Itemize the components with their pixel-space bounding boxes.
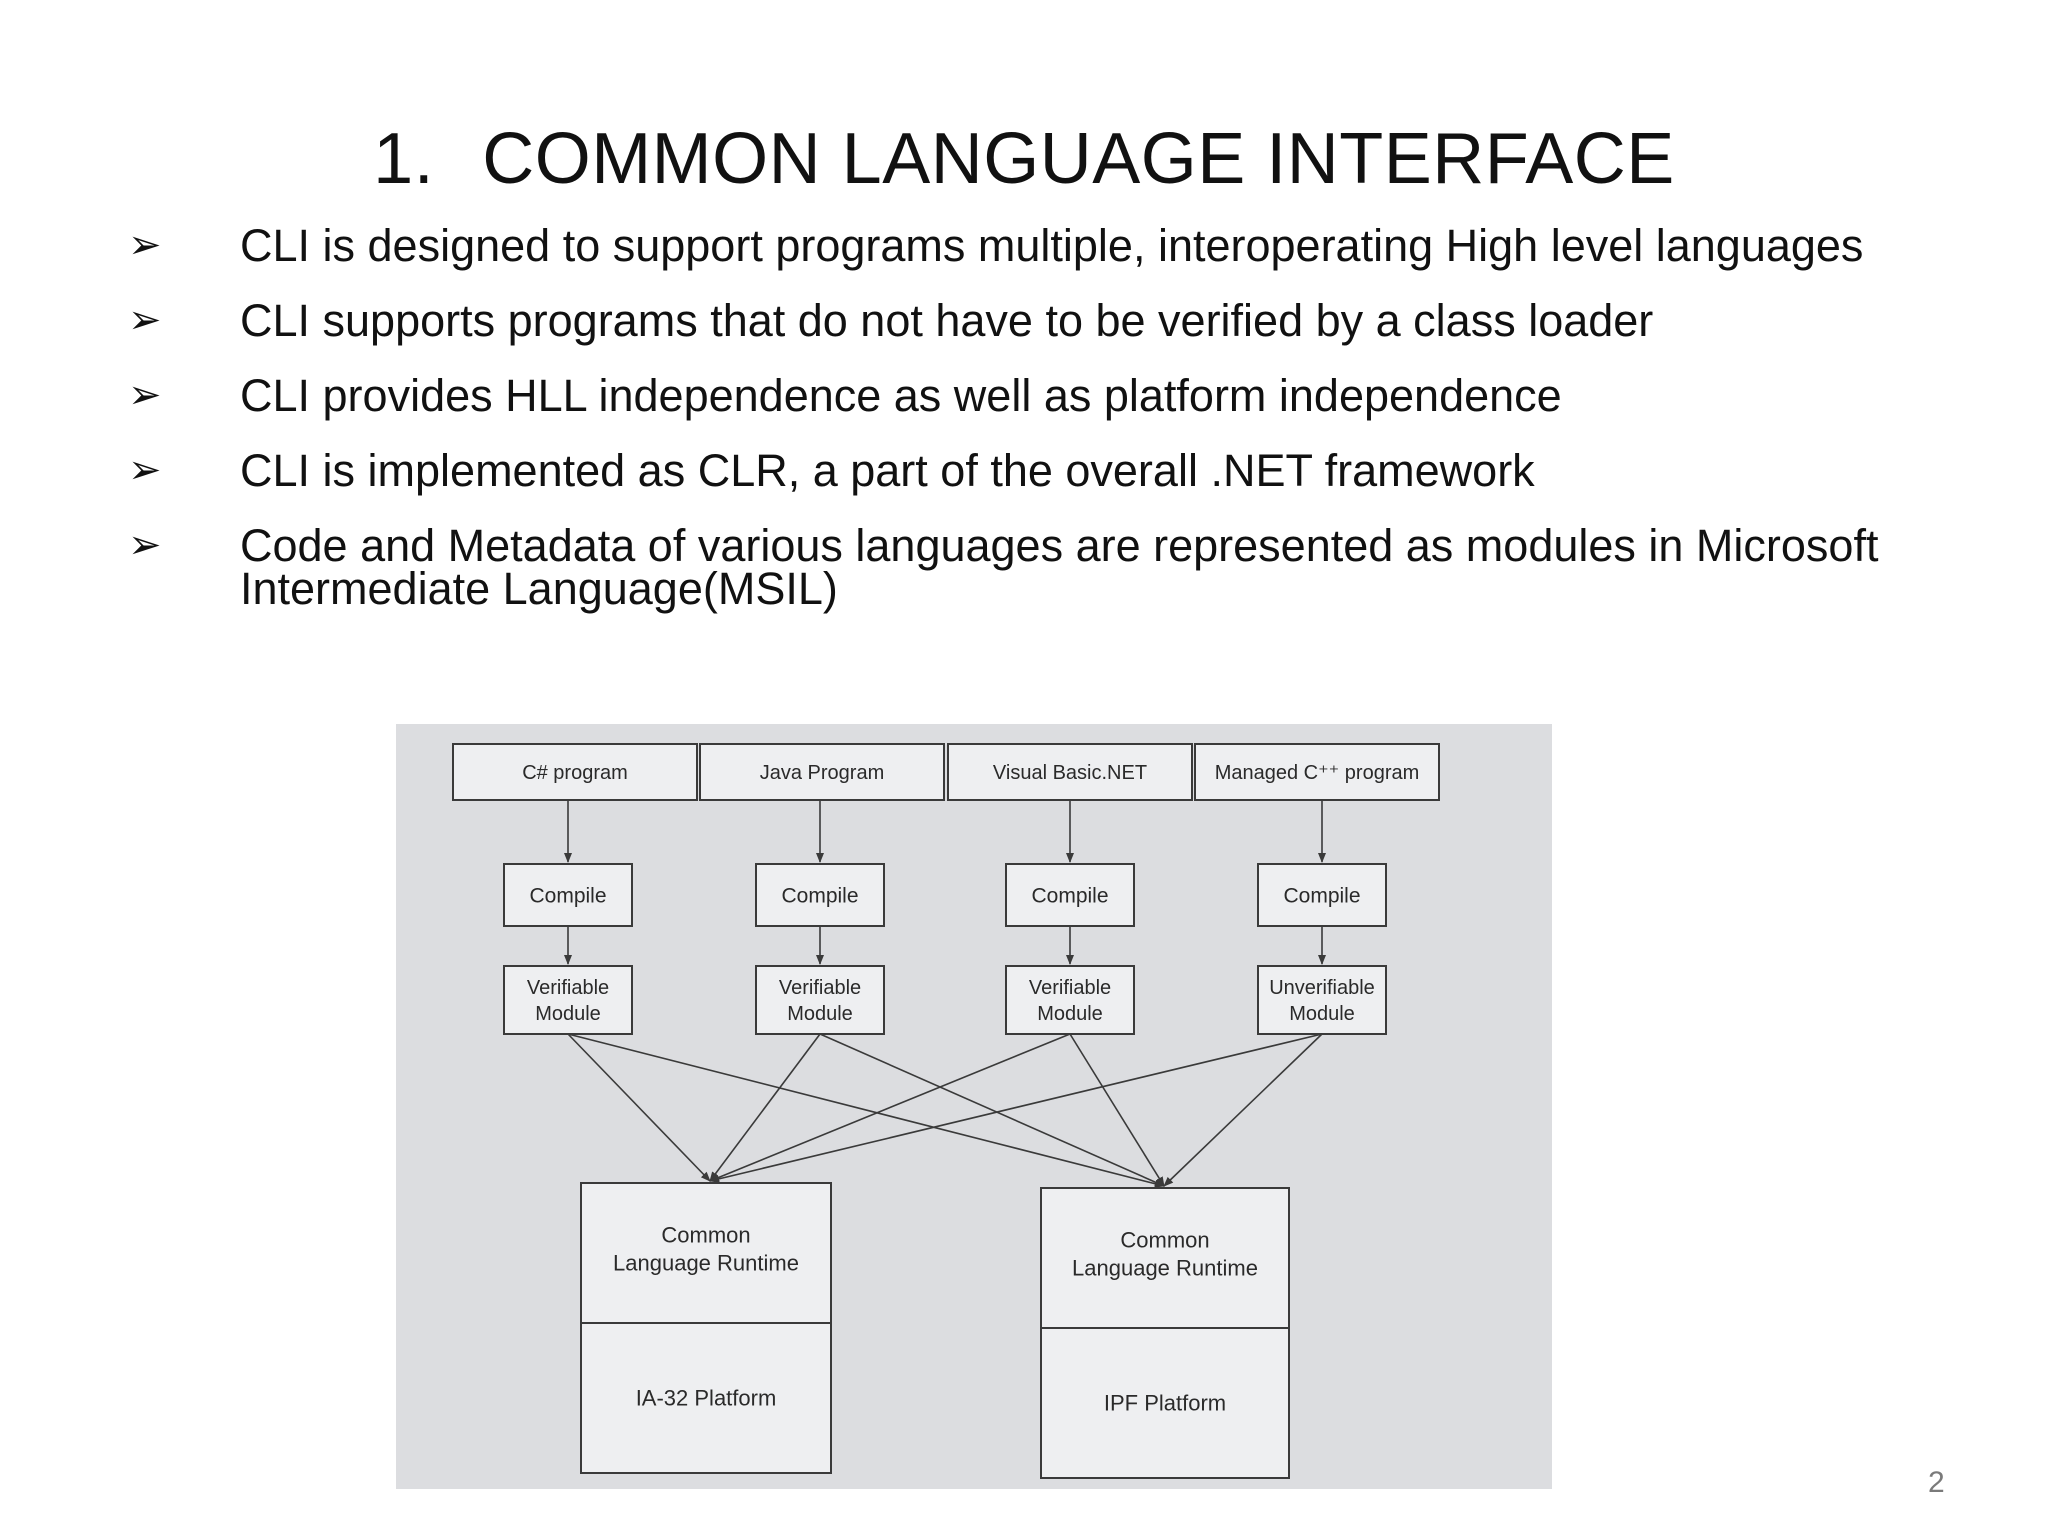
arrow-bullet-icon: ➢ [128,372,162,418]
slide-title-text: COMMON LANGUAGE INTERFACE [482,119,1675,199]
program-label: C# program [522,762,628,784]
program-label: Managed C⁺⁺ program [1215,762,1420,784]
module-box [503,965,633,1035]
bullet-item: ➢ Code and Metadata of various languages … [0,522,2048,611]
module-box [1257,965,1387,1035]
slide-title-number: 1. [373,119,435,199]
bullet-text: CLI supports programs that do not have t… [240,295,1654,346]
bullet-item: ➢ CLI is designed to support programs mul… [0,222,2048,268]
bullet-text: CLI is designed to support programs mult… [240,220,1864,271]
platform-box [1040,1327,1290,1479]
module-to-runtime-arrow [567,1033,711,1182]
module-box [1005,965,1135,1035]
arrow-bullet-icon: ➢ [128,447,162,493]
arrow-bullet-icon: ➢ [128,297,162,343]
module-to-runtime-arrow [709,1033,1071,1182]
page-number: 2 [1928,1466,1945,1499]
platform-label: IPF Platform [1104,1391,1226,1416]
compile-box [1005,863,1135,927]
bullet-item: ➢ CLI provides HLL independence as well a… [0,372,2048,418]
compile-box [755,863,885,927]
program-box [1194,743,1440,801]
module-to-runtime-arrow [819,1033,1165,1187]
module-to-runtime-arrow [709,1033,1323,1183]
bullet-text: CLI is implemented as CLR, a part of the… [240,445,1535,496]
bullet-item: ➢ CLI is implemented as CLR, a part of th… [0,447,2048,493]
compile-label: Compile [1031,884,1108,907]
bullet-text: Code and Metadata of various languages a… [240,520,1879,614]
compile-box [1257,863,1387,927]
program-box [452,743,698,801]
runtime-box [1040,1187,1290,1329]
module-to-runtime-arrow [1163,1033,1323,1187]
program-label: Visual Basic.NET [993,762,1147,784]
platform-label: IA-32 Platform [636,1386,777,1411]
bullet-text: CLI provides HLL independence as well as… [240,370,1562,421]
program-box [699,743,945,801]
program-label: Java Program [760,762,885,784]
arrow-bullet-icon: ➢ [128,222,162,268]
module-to-runtime-arrow [1069,1033,1165,1187]
module-box [755,965,885,1035]
compile-label: Compile [1283,884,1360,907]
compile-box [503,863,633,927]
arrow-bullet-icon: ➢ [128,522,162,568]
bullet-list: ➢ CLI is designed to support programs mul… [0,222,2048,642]
module-to-runtime-arrow [709,1033,821,1182]
slide-title: 1. COMMON LANGUAGE INTERFACE [0,118,2048,200]
module-to-runtime-arrow [567,1033,1165,1188]
compile-label: Compile [529,884,606,907]
runtime-box [580,1182,832,1324]
platform-box [580,1322,832,1474]
bullet-item: ➢ CLI supports programs that do not have … [0,297,2048,343]
compile-label: Compile [781,884,858,907]
